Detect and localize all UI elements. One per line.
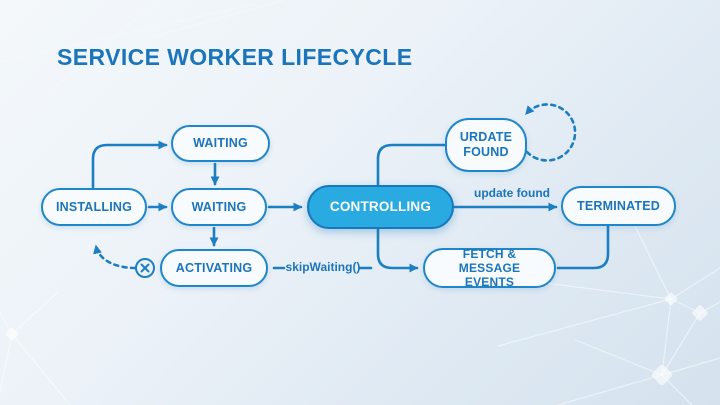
- edge-controlling-to-fetch-events: [376, 227, 419, 273]
- node-controlling: CONTROLLING: [307, 185, 454, 229]
- edge-label-skip-waiting: skipWaiting(): [285, 260, 361, 274]
- node-waiting-upper: WAITING: [171, 125, 270, 162]
- node-terminated: TERMINATED: [561, 186, 676, 226]
- update-found-self-loop dashed-self-loop-icon: [524, 103, 577, 162]
- edge-installing-to-waiting-upper: [91, 140, 168, 189]
- node-activating: ACTIVATING: [160, 249, 268, 287]
- edge-label-update-found: update found: [474, 186, 550, 200]
- edge-terminated-to-fetch-events: [556, 224, 610, 270]
- node-update-found: URDATE FOUND: [445, 118, 527, 172]
- node-waiting: WAITING: [171, 188, 267, 226]
- edge-controlling-to-update-found: [376, 143, 449, 187]
- page-title: SERVICE WORKER LIFECYCLE: [57, 44, 413, 70]
- circle-x-icon: [135, 258, 155, 278]
- node-fetch-message-events: FETCH & MESSAGE EVENTS: [423, 247, 556, 289]
- edge-activating-to-installing-dashed: [93, 244, 137, 270]
- node-installing: INSTALLING: [41, 188, 147, 226]
